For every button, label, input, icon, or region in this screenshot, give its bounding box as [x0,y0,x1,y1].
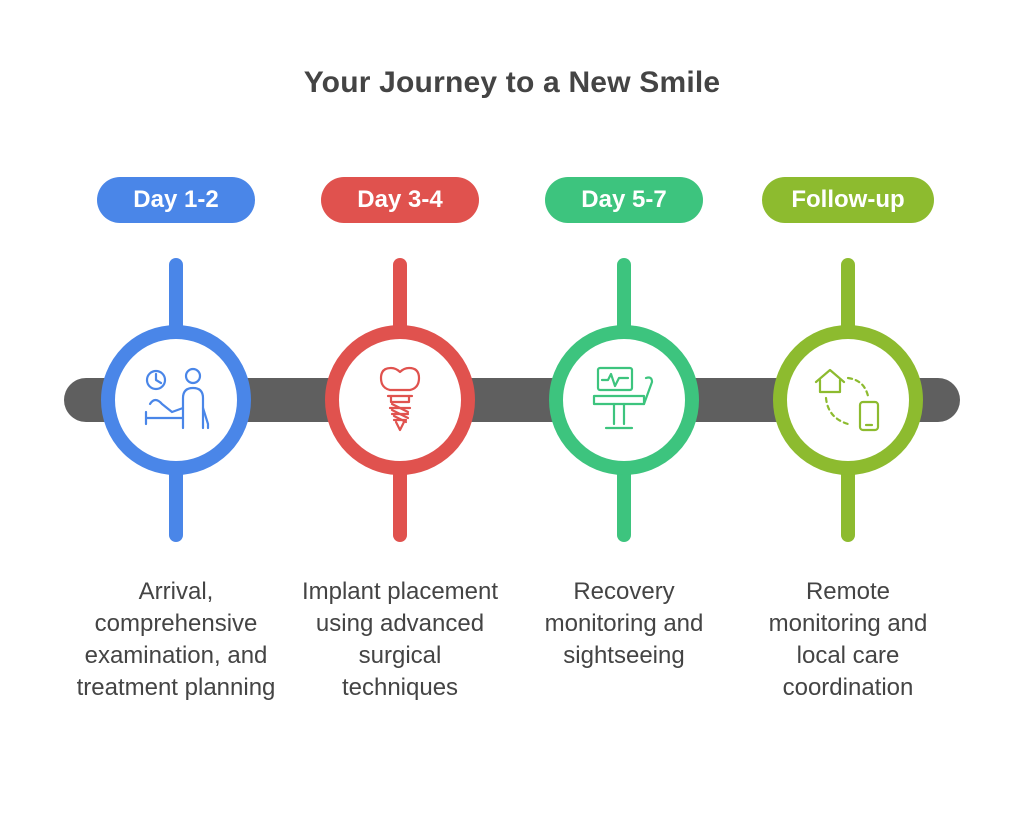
stage-4-circle [773,325,923,475]
stage-3-badge: Day 5-7 [545,177,703,223]
stage-2-badge: Day 3-4 [321,177,479,223]
stage-1-description: Arrival, comprehensive examination, and … [76,578,276,701]
stage-2-node [325,258,475,542]
stage-1-badge: Day 1-2 [97,177,255,223]
stage-3-connector-bottom [617,462,631,542]
stage-3-circle [549,325,699,475]
consultation-icon [144,367,210,430]
page-title: Your Journey to a New Smile [303,66,721,99]
stage-4-connector-bottom [841,462,855,542]
stage-2-circle [325,325,475,475]
stage-4-connector-top [841,258,855,338]
stage-4-badge: Follow-up [762,177,934,223]
stage-2-connector-top [393,258,407,338]
dental-implant-icon [379,366,421,432]
stage-4-node [773,258,923,542]
timeline-track [64,378,960,422]
stage-1-node [101,258,251,542]
stage-3-description: Recovery monitoring and sightseeing [544,578,704,669]
stage-1-connector-bottom [169,462,183,542]
stage-1-connector-top [169,258,183,338]
stage-3-node [549,258,699,542]
stage-2-connector-bottom [393,462,407,542]
stage-2-description: Implant placement using advanced surgica… [301,578,499,701]
stage-1-circle [101,325,251,475]
stage-4-description: Remote monitoring and local care coordin… [768,578,928,701]
stage-3-connector-top [617,258,631,338]
dental-chair-monitor-icon [592,366,654,430]
home-phone-sync-icon [814,368,880,432]
